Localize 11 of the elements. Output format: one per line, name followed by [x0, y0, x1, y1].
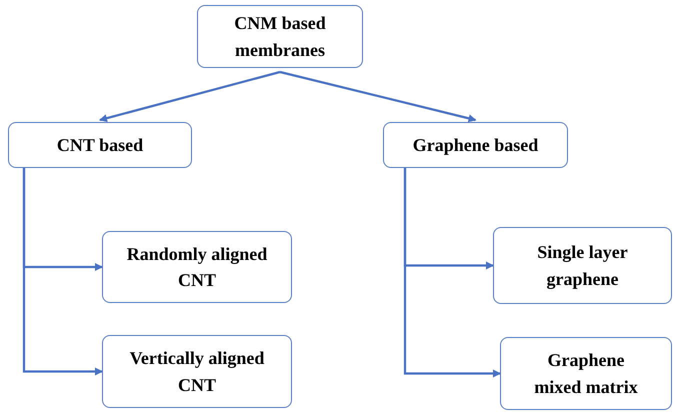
arrow — [280, 70, 476, 122]
category-box: Randomly aligned CNT — [102, 231, 292, 303]
arrow — [404, 168, 501, 378]
category-box: Graphene mixed matrix — [500, 337, 672, 410]
category-box: Single layer graphene — [493, 227, 672, 304]
category-box: Vertically aligned CNT — [102, 335, 292, 408]
arrow — [99, 70, 280, 122]
category-box: CNT based — [8, 122, 192, 168]
category-box: Graphene based — [383, 122, 568, 168]
arrow — [22, 168, 103, 376]
category-box: CNM based membranes — [197, 5, 363, 68]
